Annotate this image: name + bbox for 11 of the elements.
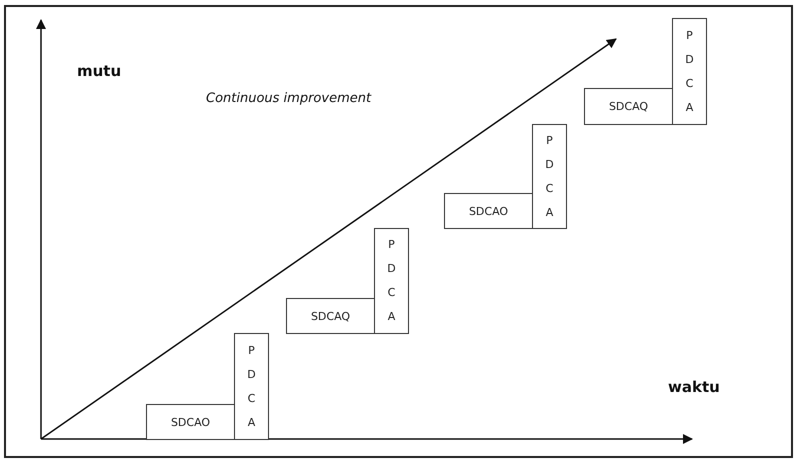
pdca-box: P D C A xyxy=(234,333,269,440)
sdca-box: SDCAQ xyxy=(584,88,673,125)
curve-label: Continuous improvement xyxy=(206,91,372,106)
pdca-box: P D C A xyxy=(532,124,567,229)
pdca-box: P D C A xyxy=(374,228,409,334)
sdca-box: SDCAO xyxy=(444,193,533,229)
pdca-box: P D C A xyxy=(672,18,707,125)
sdca-box: SDCAQ xyxy=(286,298,375,334)
axis-label: mutu xyxy=(77,62,122,80)
sdca-box: SDCAO xyxy=(146,404,235,440)
axis-label: waktu xyxy=(668,378,720,396)
